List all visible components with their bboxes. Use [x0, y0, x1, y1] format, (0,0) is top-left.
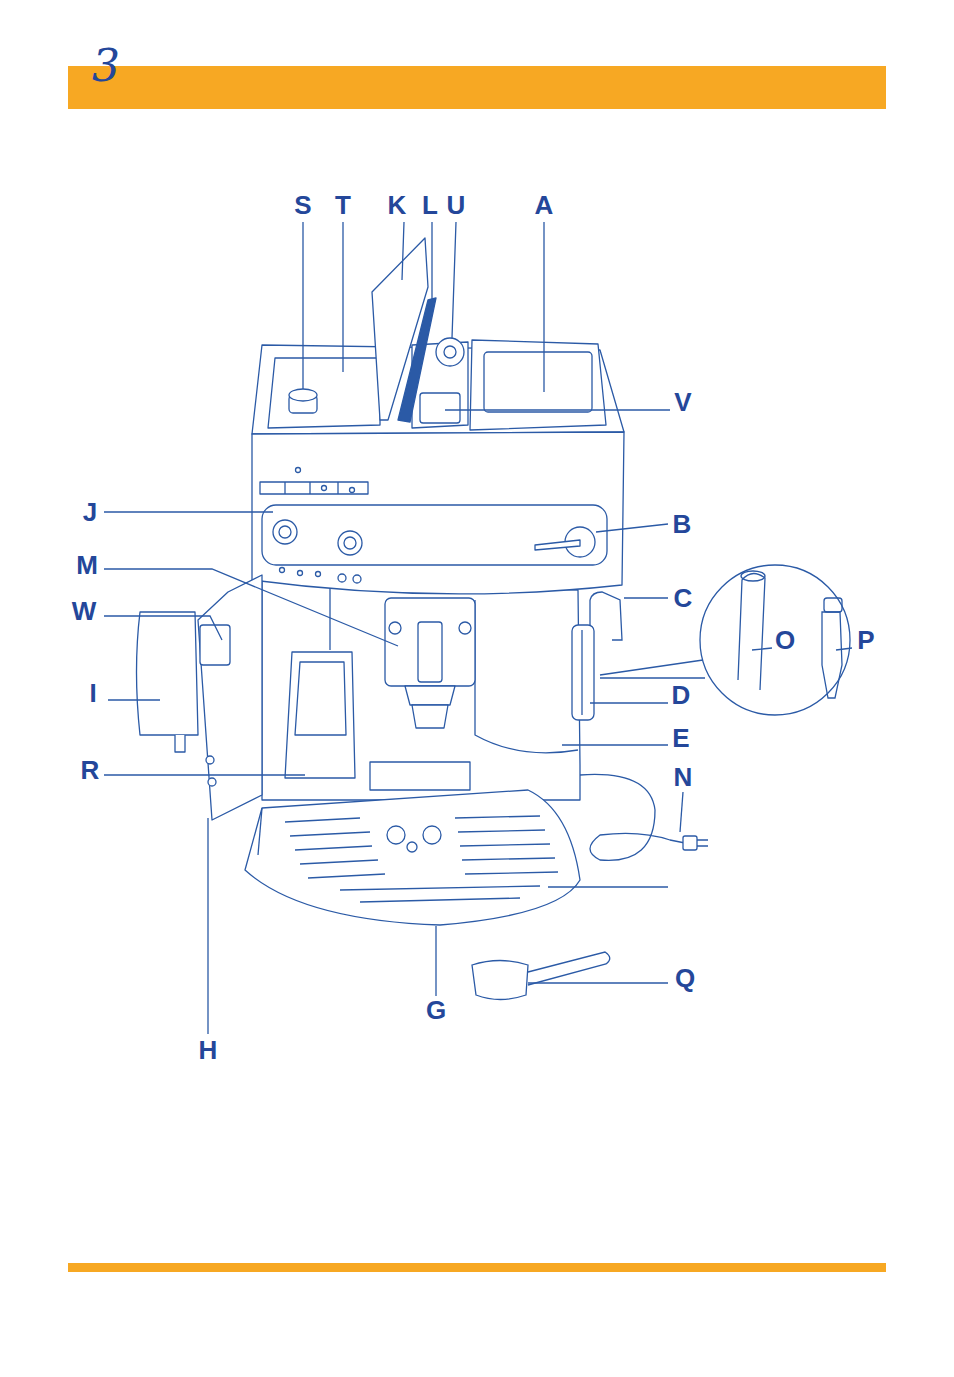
callout-letter: U	[447, 192, 466, 218]
callout-letter: H	[199, 1037, 218, 1063]
callout-letter: I	[89, 680, 96, 706]
callout-letter: T	[335, 192, 351, 218]
figure-number: 3	[92, 44, 120, 88]
callout-letter: G	[426, 997, 446, 1023]
callout-letter: A	[535, 192, 554, 218]
callout-letter: W	[72, 598, 97, 624]
callout-letter: E	[672, 725, 689, 751]
callout-letter: D	[672, 682, 691, 708]
callout-letter: P	[857, 627, 874, 653]
tray-grille	[104, 222, 852, 1034]
callout-letter: K	[388, 192, 407, 218]
callout-letter: S	[294, 192, 311, 218]
callout-letter: Q	[675, 965, 695, 991]
callout-letter: M	[76, 552, 98, 578]
callout-letter: B	[673, 511, 692, 537]
callout-letter: N	[674, 764, 693, 790]
callout-letter: R	[81, 757, 100, 783]
callout-letter: L	[422, 192, 438, 218]
callout-letter: C	[674, 585, 693, 611]
header-band	[68, 66, 886, 109]
callout-letter: V	[674, 389, 691, 415]
footer-band	[68, 1263, 886, 1272]
machine-drawing	[137, 238, 625, 925]
callout-letter: O	[775, 627, 795, 653]
callout-letter: J	[83, 499, 97, 525]
